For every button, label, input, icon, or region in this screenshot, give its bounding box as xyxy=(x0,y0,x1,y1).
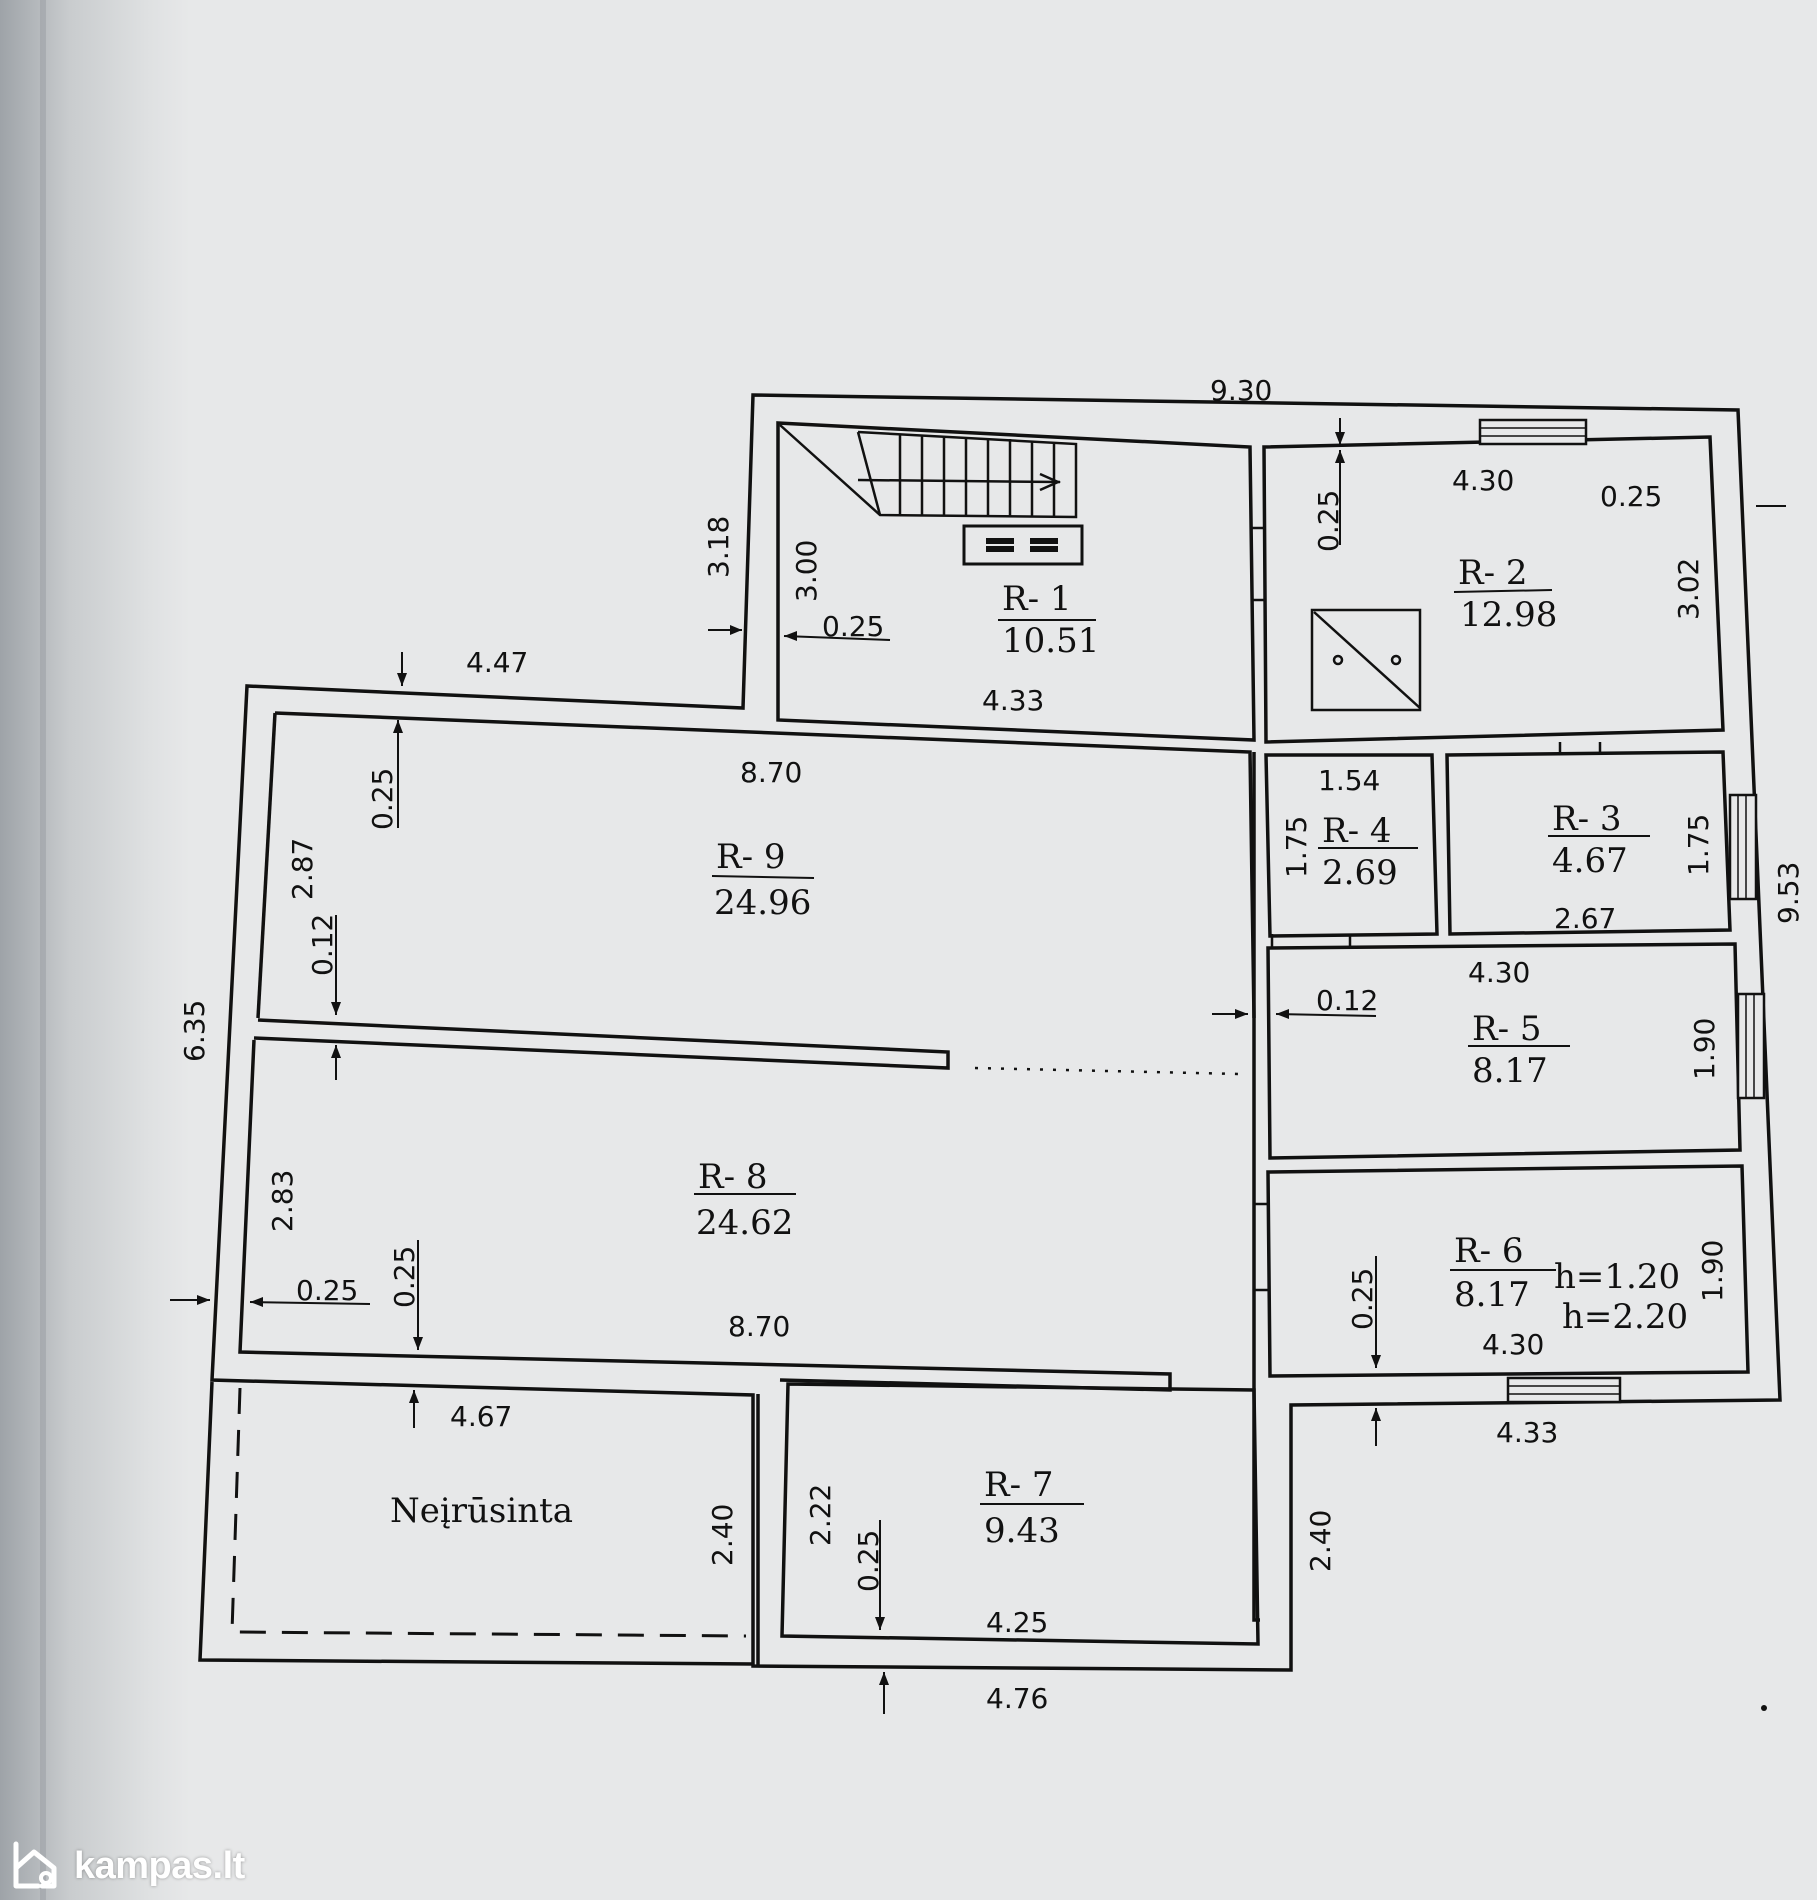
dim-r9-partition: 0.12 xyxy=(306,914,339,976)
dim-r2-width: 4.30 xyxy=(1452,464,1514,497)
window-right-r5 xyxy=(1736,992,1766,1100)
room-area: 2.69 xyxy=(1322,853,1398,893)
room-area: 8.17 xyxy=(1454,1275,1530,1315)
dim-r1-wall: 0.25 xyxy=(822,610,884,643)
r7-outline xyxy=(780,1382,1260,1646)
room-area: 24.62 xyxy=(696,1203,793,1243)
window-bottom xyxy=(1506,1376,1622,1404)
room-area: 8.17 xyxy=(1472,1051,1548,1091)
room-area: 10.51 xyxy=(1002,621,1099,661)
room-r9: R- 9 24.96 xyxy=(711,837,815,923)
dim-bottom-overall: 4.76 xyxy=(986,1682,1048,1715)
room-label: R- 8 xyxy=(698,1157,768,1197)
room-r4: R- 4 2.69 xyxy=(1318,811,1418,893)
dim-left-top: 4.47 xyxy=(466,646,528,679)
dotted-divider xyxy=(974,1066,1241,1076)
dim-unheated-height: 2.40 xyxy=(706,1504,739,1566)
r3-outline xyxy=(1445,750,1732,936)
r4-outline xyxy=(1264,753,1439,938)
room-r7: R- 7 9.43 xyxy=(980,1465,1084,1551)
dim-r6-width: 4.30 xyxy=(1482,1328,1544,1361)
dim-r6-height: 1.90 xyxy=(1696,1240,1729,1302)
dim-r9-wall: 0.25 xyxy=(366,768,399,830)
dim-r8-wall-left: 0.25 xyxy=(296,1274,358,1307)
dim-r5-width: 4.30 xyxy=(1468,956,1530,989)
window-right-r3 xyxy=(1728,793,1758,901)
dim-r8-width: 8.70 xyxy=(728,1310,790,1343)
room-label: R- 6 xyxy=(1454,1231,1524,1271)
dim-r4-width: 1.54 xyxy=(1318,764,1380,797)
room-label: R- 2 xyxy=(1458,553,1528,593)
height-note-2: h=2.20 xyxy=(1562,1297,1688,1337)
watermark: kampas.lt xyxy=(8,1838,245,1894)
dim-r4-height: 1.75 xyxy=(1280,816,1313,878)
page-edge-shadow xyxy=(0,0,190,1900)
room-r8: R- 8 24.62 xyxy=(694,1157,796,1243)
room-area: 9.43 xyxy=(984,1511,1060,1551)
dim-top-overall: 9.30 xyxy=(1210,374,1272,407)
dim-unheated-width: 4.67 xyxy=(450,1400,512,1433)
dim-r1-width: 4.33 xyxy=(982,684,1044,717)
dim-r9-height: 2.87 xyxy=(286,838,319,900)
room-r3: R- 3 4.67 xyxy=(1548,799,1650,881)
dim-r7-wall: 0.25 xyxy=(852,1530,885,1592)
dim-r5-height: 1.90 xyxy=(1688,1018,1721,1080)
dim-r8-height: 2.83 xyxy=(266,1170,299,1232)
room-label: R- 9 xyxy=(716,837,786,877)
room-label: R- 1 xyxy=(1002,579,1072,619)
room-label: R- 7 xyxy=(984,1465,1054,1505)
boiler-symbol xyxy=(1310,608,1422,712)
chimney-symbol xyxy=(962,524,1084,566)
room-label: R- 4 xyxy=(1322,811,1392,851)
window-top xyxy=(1478,418,1588,446)
dim-r3-width: 2.67 xyxy=(1554,902,1616,935)
house-logo-icon xyxy=(13,1841,57,1889)
dim-r2-wall-right: 0.25 xyxy=(1600,480,1662,513)
room-r6: R- 6 8.17 h=1.20 h=2.20 xyxy=(1450,1231,1688,1337)
outer-wall-outline xyxy=(210,393,1782,1672)
room-area: 12.98 xyxy=(1460,595,1557,635)
paper-fold xyxy=(40,0,46,1900)
room-label: R- 3 xyxy=(1552,799,1622,839)
dim-r3-height: 1.75 xyxy=(1682,814,1715,876)
dim-r6-wall: 0.25 xyxy=(1346,1268,1379,1330)
unheated-area-label: Neįrūsinta xyxy=(390,1491,573,1531)
dim-r7-width: 4.25 xyxy=(986,1606,1048,1639)
dim-r1-height-outer: 3.18 xyxy=(702,516,735,578)
unheated-left-boundary xyxy=(198,1381,754,1666)
r5-outline xyxy=(1266,942,1742,1160)
dim-left-overall: 6.35 xyxy=(178,1000,211,1062)
dim-r2-wall-top: 0.25 xyxy=(1312,490,1345,552)
watermark-text: kampas.lt xyxy=(74,1844,245,1887)
dim-r1-height: 3.00 xyxy=(790,540,823,602)
room-area: 24.96 xyxy=(714,883,811,923)
room-area: 4.67 xyxy=(1552,841,1628,881)
room-r5: R- 5 8.17 xyxy=(1468,1009,1570,1091)
r9-left-wall xyxy=(256,712,277,1019)
dim-r5-partition: 0.12 xyxy=(1316,984,1378,1017)
inner-wall-outline xyxy=(776,421,1256,742)
r6-outline xyxy=(1266,1164,1750,1378)
r9-r8-partition xyxy=(253,1018,950,1070)
room-r1: R- 1 10.51 xyxy=(998,579,1099,661)
dim-right-lower: 2.40 xyxy=(1304,1510,1337,1572)
height-note-1: h=1.20 xyxy=(1554,1257,1680,1297)
room-r2: R- 2 12.98 xyxy=(1453,553,1557,635)
dim-r8-wall-bottom: 0.25 xyxy=(388,1246,421,1308)
dim-r9-width: 8.70 xyxy=(740,756,802,789)
dim-right-overall: 9.53 xyxy=(1772,862,1805,924)
dim-r2-height: 3.02 xyxy=(1672,558,1705,620)
room-label: R- 5 xyxy=(1472,1009,1542,1049)
staircase-symbol xyxy=(779,424,1078,519)
dim-r7-height: 2.22 xyxy=(804,1484,837,1546)
dim-bottom-right: 4.33 xyxy=(1496,1416,1558,1449)
